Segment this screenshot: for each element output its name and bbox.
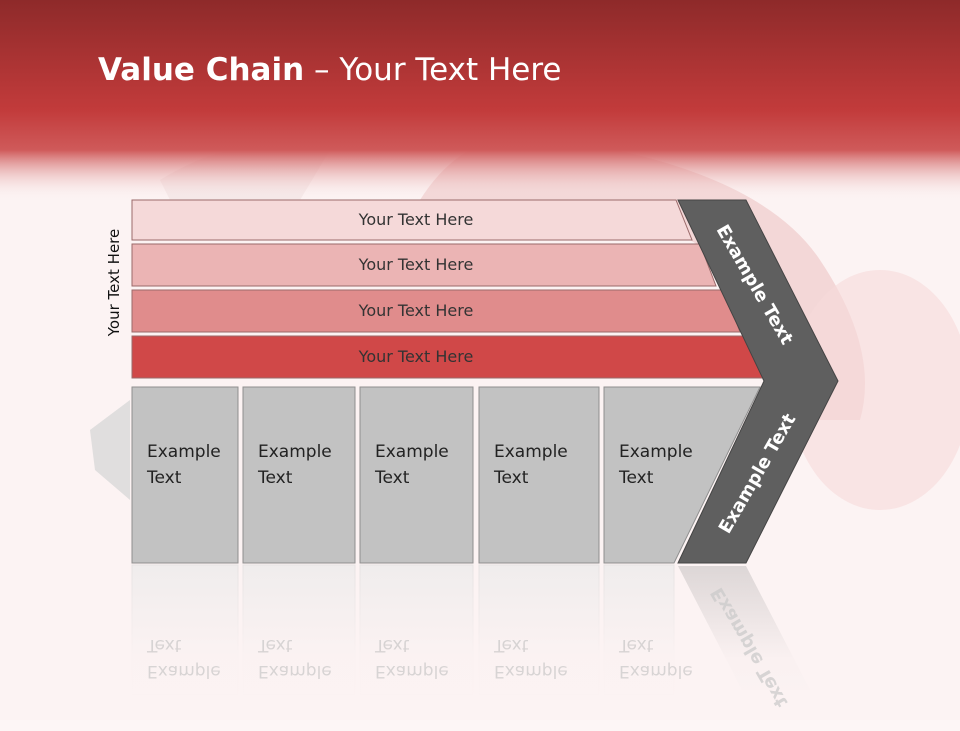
value-band-3 bbox=[131, 289, 741, 333]
box-reflection-label-3: Example Text bbox=[375, 632, 449, 684]
box-reflection-label-4: Example Text bbox=[494, 632, 568, 684]
band-label-4: Your Text Here bbox=[358, 347, 474, 366]
activity-box-3 bbox=[359, 386, 474, 564]
box-reflection-line1: Example bbox=[494, 661, 568, 681]
chevron-arrow bbox=[677, 199, 839, 564]
activity-box-4 bbox=[478, 386, 600, 564]
box-label-line2: Text bbox=[375, 468, 410, 488]
reflection-fade bbox=[120, 564, 840, 720]
box-label-line2: Text bbox=[258, 468, 293, 488]
band-label-3: Your Text Here bbox=[358, 301, 474, 320]
box-reflection-line1: Example bbox=[619, 661, 693, 681]
box-reflection-line2: Text bbox=[147, 635, 182, 655]
box-label-line2: Text bbox=[147, 468, 182, 488]
box-reflection-line1: Example bbox=[258, 661, 332, 681]
box-label-line1: Example bbox=[258, 442, 332, 462]
band-label-1: Your Text Here bbox=[358, 210, 474, 229]
box-reflection-line1: Example bbox=[375, 661, 449, 681]
box-label-line2: Text bbox=[619, 468, 654, 488]
activity-box-1 bbox=[131, 386, 239, 564]
value-band-1 bbox=[131, 199, 693, 241]
box-reflection-label-1: Example Text bbox=[147, 632, 221, 684]
box-label-line1: Example bbox=[375, 442, 449, 462]
value-band-2 bbox=[131, 243, 717, 287]
box-label-line1: Example bbox=[494, 442, 568, 462]
activity-box-5 bbox=[603, 386, 761, 564]
box-reflection-line2: Text bbox=[258, 635, 293, 655]
box-label-line1: Example bbox=[619, 442, 693, 462]
box-reflection-line2: Text bbox=[494, 635, 529, 655]
title-bold: Value Chain bbox=[98, 52, 305, 88]
slide-title: Value Chain – Your Text Here bbox=[98, 52, 561, 88]
activity-box-2 bbox=[242, 386, 356, 564]
band-label-2: Your Text Here bbox=[358, 255, 474, 274]
box-reflection-label-2: Example Text bbox=[258, 632, 332, 684]
box-reflection-line2: Text bbox=[619, 635, 654, 655]
title-rest: – Your Text Here bbox=[304, 52, 562, 88]
box-label-line2: Text bbox=[494, 468, 529, 488]
box-label-line1: Example bbox=[147, 442, 221, 462]
box-reflection-line2: Text bbox=[375, 635, 410, 655]
box-reflection-line1: Example bbox=[147, 661, 221, 681]
box-reflection-label-5: Example Text bbox=[619, 632, 693, 684]
